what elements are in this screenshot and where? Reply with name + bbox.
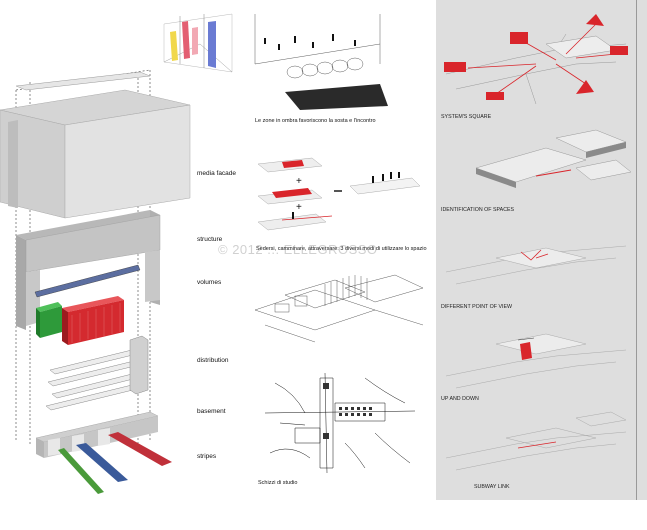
label-systems-square: SYSTEM'S SQUARE [441,114,492,120]
perspective-color-sketch [163,13,233,73]
exploded-axonometry [0,69,191,494]
distribution-layer [45,335,149,411]
basement-layer [35,411,159,458]
shade-zone-sketch [254,14,388,110]
subway-link-diagram [445,411,627,471]
identification-spaces-diagram [475,129,632,188]
point-of-view-diagram [445,245,627,285]
layer-label-basement: basement [197,408,226,415]
label-point-of-view: DIFFERENT POINT OF VIEW [441,304,513,310]
svg-text:+: + [296,202,302,213]
panel-edge-line [636,0,637,500]
stripes-layer [58,432,172,494]
layer-label-distribution: distribution [197,357,229,364]
structure-layer [16,210,161,330]
layer-label-stripes: stripes [197,453,217,460]
space-use-sketch: + + [257,157,421,231]
analysis-panel: SYSTEM'S SQUARE IDENTIFICATION OF SPACES… [436,0,647,500]
label-subway-link: SUBWAY LINK [474,484,510,490]
watermark: © 2012 ... ELLEGROSSO [218,242,378,257]
svg-text:+: + [296,176,302,187]
caption-study: Schizzi di studio [258,480,298,486]
label-up-and-down: UP AND DOWN [441,396,479,402]
study-plan-sketch [264,372,416,474]
volumes-layer [36,296,124,345]
caption-shade: Le zone in ombra favoriscono la sosta e … [255,118,376,124]
systems-square-diagram [444,14,628,105]
axonometric-line-drawing [254,274,424,343]
label-identification-spaces: IDENTIFICATION OF SPACES [441,207,515,213]
layer-label-structure: structure [197,236,223,243]
layer-label-media-facade: media facade [197,170,237,177]
caption-cross: Sedersi, camminare, attraversare: 3 dive… [256,246,427,252]
volume-bar-blue [34,264,141,298]
up-and-down-diagram [445,333,627,389]
media-facade-layer [0,71,191,219]
layer-label-volumes: volumes [197,279,222,286]
